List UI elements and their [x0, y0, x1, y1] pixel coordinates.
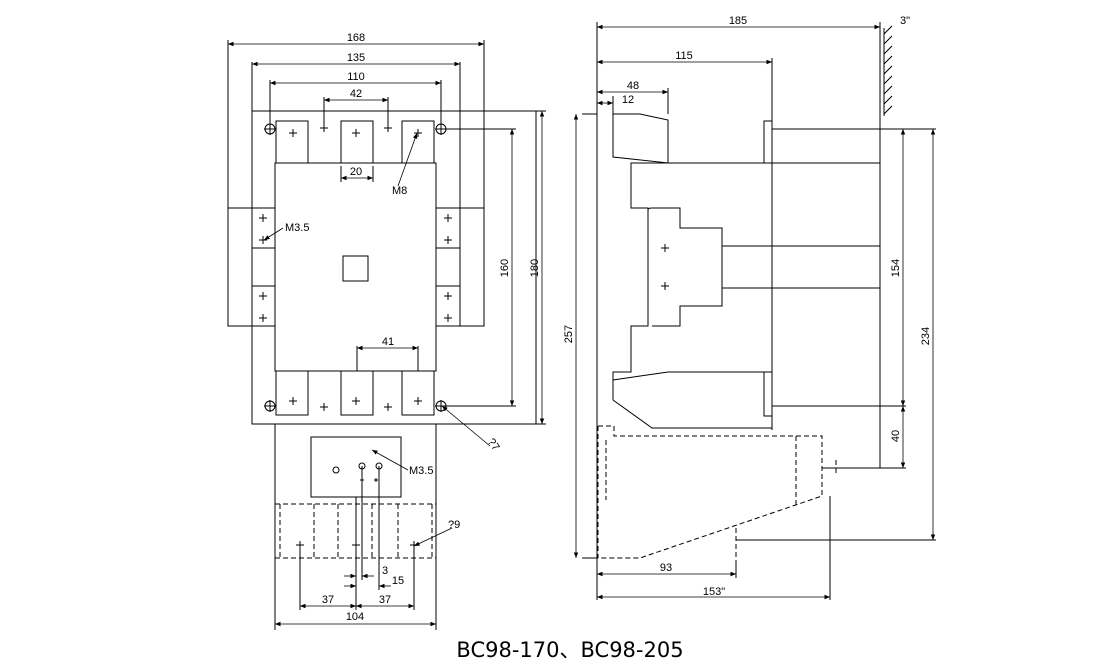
- aux-contact-block: [310, 436, 402, 498]
- aux-left-upper: [251, 207, 276, 249]
- leader-m8: [397, 132, 418, 187]
- dim-label-110: 110: [347, 71, 365, 83]
- front-view: 168 135 110 42 20 41 160 180 37 37 104 3…: [227, 32, 546, 630]
- dim-label-104: 104: [346, 611, 364, 623]
- label-m35-left: M3.5: [285, 222, 309, 234]
- label-m8: M8: [392, 185, 407, 197]
- label-m35-aux: M3.5: [409, 465, 433, 477]
- body-lines-mid: [722, 245, 880, 289]
- aux-right-upper: [435, 207, 461, 249]
- dim-label-15: 15: [392, 575, 404, 587]
- base-lug-top: [763, 120, 773, 164]
- leader-m35-left: [263, 227, 284, 241]
- center-window: [342, 255, 369, 282]
- dim-label-3: 3: [382, 565, 388, 577]
- dim-label-185: 185: [729, 15, 747, 27]
- mounting-hole-tl: [264, 123, 276, 135]
- dim-label-168: 168: [347, 32, 365, 44]
- terminal-top-3: [401, 120, 435, 164]
- dim-label-160: 160: [499, 259, 511, 277]
- label-q9: ?9: [448, 519, 460, 531]
- mounting-hole-br: [435, 400, 447, 412]
- base-plate-outline: [251, 110, 537, 425]
- right-flange: [459, 207, 485, 327]
- label-q7: ?7: [485, 436, 502, 453]
- terminal-bottom-2: [340, 370, 374, 416]
- body-front-profile: [612, 162, 880, 400]
- aux-contact-symbols: [332, 462, 383, 482]
- dim-label-42: 42: [350, 88, 362, 100]
- top-terminal-side: [612, 113, 669, 164]
- side-screw-marks: [661, 244, 669, 290]
- bottom-terminal-side: [612, 371, 772, 429]
- aux-right-lower: [435, 285, 461, 327]
- terminal-top-1: [275, 120, 309, 164]
- dim-label-135: 135: [347, 52, 365, 64]
- terminal-bottom-3: [401, 370, 435, 416]
- side-view: 185 115 48 12 257 154 234 40 93 153" 3": [563, 15, 936, 600]
- screw-marks: [259, 124, 452, 411]
- dim-label-37b: 37: [379, 594, 391, 606]
- dim-label-angle: 3": [900, 15, 910, 27]
- main-body: [274, 162, 437, 372]
- coil-module-side: [647, 207, 723, 327]
- dim-label-12: 12: [622, 94, 634, 106]
- leader-m35-aux: [371, 449, 409, 471]
- dim-label-154: 154: [890, 259, 902, 277]
- terminal-top-2: [340, 120, 374, 164]
- dim-label-41: 41: [382, 336, 394, 348]
- leader-q9: [413, 527, 453, 547]
- dim-label-153: 153": [703, 586, 725, 598]
- leader-q7: [441, 405, 491, 447]
- dim-label-234: 234: [920, 327, 932, 345]
- dim-label-37a: 37: [322, 594, 334, 606]
- extension-lines-front: [299, 466, 415, 610]
- dim-label-48: 48: [627, 80, 639, 92]
- overload-relay-side: [597, 425, 837, 560]
- mounting-hole-tr: [435, 123, 447, 135]
- left-flange: [227, 207, 253, 327]
- dim-label-180: 180: [529, 259, 541, 277]
- dim-label-257: 257: [563, 325, 575, 343]
- mounting-hole-bl: [264, 400, 276, 412]
- drawing-caption: BC98-170、BC98-205: [456, 638, 683, 662]
- aux-left-lower: [251, 285, 276, 327]
- dim-label-93: 93: [660, 562, 672, 574]
- dim-label-115: 115: [675, 50, 693, 62]
- dim-label-20: 20: [350, 166, 362, 178]
- terminal-bottom-1: [275, 370, 309, 416]
- dim-label-40: 40: [890, 430, 902, 442]
- wall-hatch: [883, 25, 893, 115]
- base-lug-bottom: [763, 371, 773, 417]
